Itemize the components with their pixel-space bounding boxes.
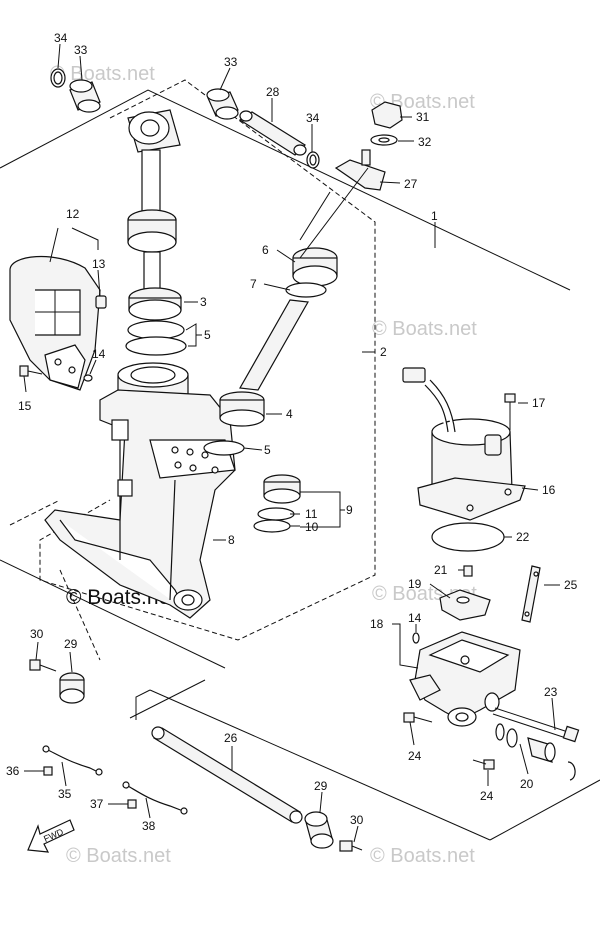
callouts: 34 33 33 28 34 31 32 27 1 6 7 3 5 2 4 5 … (6, 31, 578, 833)
callout-32: 32 (418, 135, 432, 149)
callout-10: 10 (305, 520, 319, 534)
callout-24: 24 (408, 749, 422, 763)
part-8-cylinder-body (44, 362, 236, 619)
part-7-oring (285, 282, 327, 298)
callout-11: 11 (305, 507, 318, 521)
part-24-screw-left (403, 712, 433, 723)
callout-6: 6 (262, 243, 269, 257)
part-26-shaft (151, 726, 303, 824)
callout-36: 36 (6, 764, 20, 778)
part-33-bushing-left (69, 79, 101, 113)
part-30-screw-right (339, 840, 363, 852)
callout-7: 7 (250, 277, 257, 291)
part-14-washer-right (412, 632, 420, 644)
part-23-bolt (492, 707, 580, 743)
part-17-screw (504, 393, 516, 430)
callout-18: 18 (370, 617, 384, 631)
callout-2: 2 (380, 345, 387, 359)
part-27-bracket (334, 149, 386, 191)
part-24-screw-right (472, 759, 495, 770)
callout-30: 30 (350, 813, 364, 827)
part-37-screw (127, 799, 137, 809)
callout-13: 13 (92, 257, 106, 271)
part-29-bushing-left (59, 672, 85, 704)
callout-9: 9 (346, 503, 353, 517)
callout-31: 31 (416, 110, 430, 124)
part-30-screw-left (29, 659, 57, 672)
callout-4: 4 (286, 407, 293, 421)
part-11-oring (257, 507, 295, 521)
callout-37: 37 (90, 797, 104, 811)
callout-26: 26 (224, 731, 238, 745)
callout-15: 15 (18, 399, 32, 413)
part-5-orings-upper (125, 320, 187, 356)
callout-16: 16 (542, 483, 556, 497)
callout-38: 38 (142, 819, 156, 833)
callout-25: 25 (564, 578, 578, 592)
part-33-bushing-top (206, 88, 239, 120)
callout-35: 35 (58, 787, 72, 801)
part-16-motor (402, 367, 526, 521)
part-20-valve-set (495, 723, 576, 781)
part-29-bushing-right (304, 811, 334, 849)
callout-29: 29 (64, 637, 78, 651)
part-34-oring-top (306, 151, 320, 169)
part-18-pump-block (409, 631, 521, 727)
watermark-text: © Boats.net (66, 845, 171, 867)
part-5-oring-lower (203, 440, 245, 456)
watermark-text: © Boats.net (372, 318, 477, 340)
part-28-shaft (238, 110, 307, 156)
part-19-valve-block (439, 589, 491, 621)
leader-lines (23, 43, 560, 843)
callout-28: 28 (266, 85, 280, 99)
part-36-screw (43, 766, 53, 776)
fwd-label: FWD (42, 826, 65, 844)
callout-14: 14 (408, 611, 422, 625)
callout-12: 12 (66, 207, 80, 221)
callout-30: 30 (30, 627, 44, 641)
callout-5: 5 (264, 443, 271, 457)
callout-19: 19 (408, 577, 422, 591)
watermarks: © Boats.net © Boats.net © Boats.net © Bo… (50, 63, 477, 867)
callout-8: 8 (228, 533, 235, 547)
callout-22: 22 (516, 530, 530, 544)
callout-20: 20 (520, 777, 534, 791)
callout-23: 23 (544, 685, 558, 699)
part-22-oring (431, 522, 505, 552)
callout-1: 1 (431, 209, 438, 223)
assembly-outline-1 (0, 89, 600, 841)
callout-14: 14 (92, 347, 106, 361)
part-6-cap (292, 247, 338, 287)
part-9-valve-set (263, 474, 301, 504)
callout-34: 34 (306, 111, 320, 125)
part-tilt-rod (127, 109, 181, 293)
part-32-washer (370, 134, 398, 146)
part-21-plug (463, 565, 473, 577)
part-14-washer-left (83, 374, 93, 382)
callout-33: 33 (74, 43, 88, 57)
callout-27: 27 (404, 177, 418, 191)
part-25-strip (521, 565, 541, 623)
part-31-nut (371, 101, 403, 129)
watermark-text: © Boats.net (370, 845, 475, 867)
callout-17: 17 (532, 396, 546, 410)
callout-24: 24 (480, 789, 494, 803)
part-10-oring (253, 519, 291, 533)
callout-5: 5 (204, 328, 211, 342)
callout-34: 34 (54, 31, 68, 45)
callout-21: 21 (434, 563, 448, 577)
part-3-piston (128, 287, 182, 321)
watermark-text: © Boats.net (50, 63, 155, 85)
part-12-cover (9, 256, 101, 391)
part-34-oring-left (50, 68, 66, 88)
callout-29: 29 (314, 779, 328, 793)
callout-3: 3 (200, 295, 207, 309)
callout-33: 33 (224, 55, 238, 69)
part-38-strap (122, 781, 188, 815)
part-13-cap (95, 295, 107, 309)
part-4-rod (219, 299, 309, 427)
part-35-strap (42, 745, 103, 776)
